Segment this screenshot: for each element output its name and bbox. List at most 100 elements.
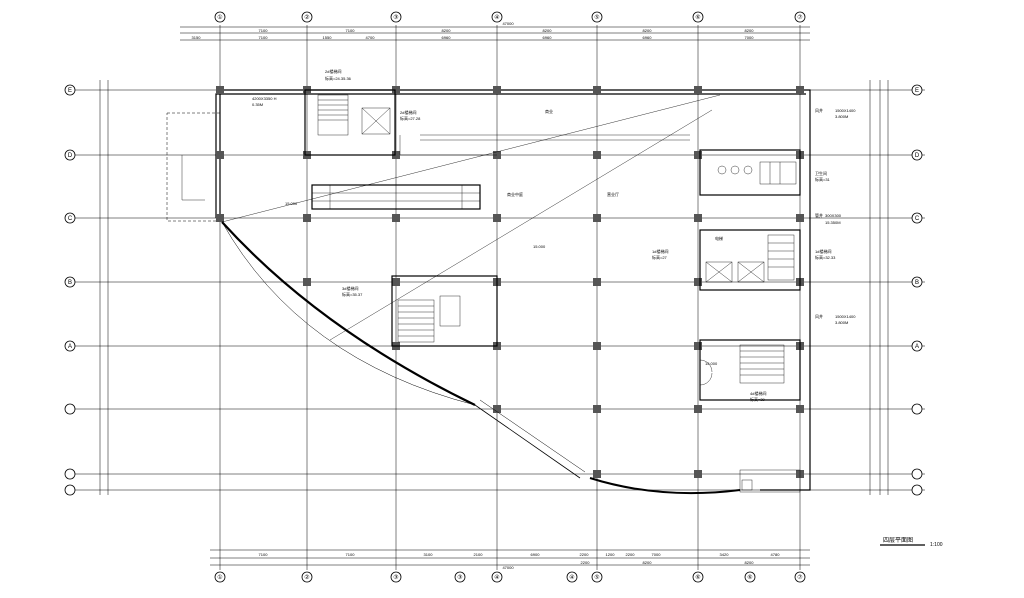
bottom-grid-bubbles: ① ② ③ ③ ④ ④ ⑤ ⑥ ⑥ ⑦ bbox=[214, 571, 806, 583]
atrium-label: 商业中庭 bbox=[507, 191, 523, 197]
dim-top-2: 7100 bbox=[346, 28, 356, 33]
grid-label-y4: B bbox=[68, 280, 72, 286]
grid-label-right-y2: D bbox=[915, 153, 920, 159]
dim-bottom-11: 4780 bbox=[771, 552, 781, 557]
drawing-scale: 1:100 bbox=[930, 542, 943, 548]
stair-3-elevation: 标高=27.28 bbox=[400, 115, 421, 121]
grid-label-bottom-x1: ① bbox=[217, 574, 222, 581]
grid-label-x4: ④ bbox=[494, 14, 499, 21]
shaft-label: 风井 bbox=[815, 107, 823, 113]
grid-label-right-y3: C bbox=[915, 216, 920, 222]
hole-size-label: 4200X3350 H bbox=[252, 96, 277, 101]
duct-label: 管井 bbox=[815, 212, 823, 218]
hall-label: 营业厅 bbox=[607, 191, 619, 197]
stair-1-elevation: 标高=27 bbox=[652, 254, 668, 260]
dim-bottom-8: 2200 bbox=[626, 552, 636, 557]
canopy-inner-line bbox=[181, 155, 205, 201]
grid-label-right-y4: B bbox=[915, 280, 919, 286]
curved-facade bbox=[221, 221, 741, 495]
grid-label-y5: A bbox=[68, 344, 72, 350]
vertical-grid-lines bbox=[219, 25, 801, 570]
dim-bottom-4: 2100 bbox=[474, 552, 484, 557]
dim-bottom-3: 3100 bbox=[424, 552, 434, 557]
stair-2-label: 2#楼梯间 bbox=[325, 68, 341, 74]
grid-label-y1: E bbox=[68, 88, 72, 94]
dim-top-1: 7100 bbox=[259, 28, 269, 33]
dim-bottom-5: 6900 bbox=[531, 552, 541, 557]
dim-bottom-7: 1200 bbox=[606, 552, 616, 557]
right-grid-bubbles: E D C B A bbox=[911, 84, 923, 496]
dim-top-r2-3: 4700 bbox=[366, 35, 376, 40]
shaft2-height: 3.800M bbox=[835, 320, 848, 325]
grid-label-x3: ③ bbox=[393, 14, 398, 21]
grid-label-bottom-x7: ⑦ bbox=[797, 574, 802, 581]
dim-bottom-1: 7100 bbox=[259, 552, 269, 557]
shaft2-label: 风井 bbox=[815, 313, 823, 319]
corner-room-south-east bbox=[739, 469, 801, 493]
level-label-3: 15.000 bbox=[705, 361, 718, 366]
canopy-outline bbox=[166, 112, 221, 222]
stair-core-north-west: 2#楼梯间 标高=24.35.36 2#楼梯间 标高=27.28 4200X33… bbox=[252, 68, 421, 156]
shop-partitions: 商业 营业厅 bbox=[399, 108, 690, 197]
grid-label-bottom-x3: ③ bbox=[393, 574, 398, 581]
dim-top-r2-2: 1550 bbox=[323, 35, 333, 40]
grid-label-bottom-x2: ② bbox=[304, 574, 309, 581]
grid-label-right-y1: E bbox=[915, 88, 919, 94]
dim-bottom-6: 2200 bbox=[580, 552, 590, 557]
dim-top-r2-1: 7100 bbox=[259, 35, 269, 40]
grid-label-bottom-x3a: ③ bbox=[457, 574, 462, 581]
drawing-title: 四层平面图 bbox=[883, 537, 913, 544]
grid-label-bottom-x6a: ⑥ bbox=[747, 574, 752, 581]
grid-label-bottom-x4a: ④ bbox=[569, 574, 574, 581]
grid-label-bottom-x6: ⑥ bbox=[695, 574, 700, 581]
stair-2-elevation: 标高=24.35.36 bbox=[325, 75, 352, 81]
dim-top-r2-7: 7000 bbox=[745, 35, 755, 40]
dim-top-left-offset: 3150 bbox=[192, 35, 202, 40]
grid-label-bottom-x4: ④ bbox=[494, 574, 499, 581]
toilet-elevation: 标高=31 bbox=[815, 176, 831, 182]
shop-label: 商业 bbox=[545, 108, 553, 114]
stair-1-label: 1#楼梯间 bbox=[652, 248, 668, 254]
drawing-title-block: 四层平面图 1:100 bbox=[880, 537, 943, 548]
duct-height: 15.350M bbox=[825, 220, 841, 225]
shaft2-size: 1500X1400 bbox=[835, 314, 856, 319]
side-dimension-lines bbox=[99, 80, 889, 495]
dim-bottom-overall: 47000 bbox=[502, 565, 514, 570]
top-grid-bubbles: ① ② ③ ④ ⑤ ⑥ ⑦ bbox=[214, 11, 806, 23]
grid-label-x6: ⑥ bbox=[695, 14, 700, 21]
toilet-core: 卫生间 标高=31 风井 1500X1400 3.800M 管井 300X300… bbox=[699, 107, 856, 225]
grid-label-x5: ⑤ bbox=[594, 14, 599, 21]
dim-top-r2-6: 6960 bbox=[643, 35, 653, 40]
diagonal-reference-lines bbox=[221, 94, 721, 341]
shaft-size: 1500X1400 bbox=[835, 108, 856, 113]
grid-label-y3: C bbox=[68, 216, 73, 222]
hole-elevation-label: 0.35M bbox=[252, 102, 263, 107]
dim-top-r2-4: 6960 bbox=[442, 35, 452, 40]
dim-top-5: 8200 bbox=[643, 28, 653, 33]
stair-1b-label: 1#楼梯间 bbox=[815, 248, 831, 254]
dim-bottom-9: 7000 bbox=[652, 552, 662, 557]
stair-core-south-east: 4#楼梯间 标高=39 风井 1500X1400 3.800M 15.000 bbox=[699, 313, 856, 402]
dim-top-r2-5: 6960 bbox=[543, 35, 553, 40]
escalators: 商业中庭 15.000 15.000 bbox=[285, 184, 546, 249]
duct-size: 300X300 bbox=[825, 213, 842, 218]
grid-label-x2: ② bbox=[304, 14, 309, 21]
top-dimensions: 47000 7100 7100 8200 8200 8200 8200 3150… bbox=[180, 21, 810, 41]
dim-bottom-2: 7100 bbox=[346, 552, 356, 557]
stair-5-label: 3#楼梯间 bbox=[342, 285, 358, 291]
dim-bottom-r2-2: 8200 bbox=[643, 560, 653, 565]
stair-4-elevation: 标高=39 bbox=[750, 396, 766, 402]
level-label-1: 15.000 bbox=[285, 201, 298, 206]
dim-bottom-10: 3420 bbox=[720, 552, 730, 557]
grid-label-x1: ① bbox=[217, 14, 222, 21]
stair-1b-elevation: 标高=32.33 bbox=[815, 254, 836, 260]
bottom-dimensions: 7100 7100 3100 2100 6900 2200 1200 2200 … bbox=[210, 549, 810, 570]
grid-label-right-y5: A bbox=[915, 344, 919, 350]
stair-3-label: 2#楼梯间 bbox=[400, 109, 416, 115]
elevator-label: 电梯 bbox=[715, 235, 723, 241]
toilet-label: 卫生间 bbox=[815, 170, 827, 176]
grid-label-bottom-x5: ⑤ bbox=[594, 574, 599, 581]
stair-5-elevation: 标高=35.37 bbox=[342, 291, 363, 297]
left-grid-bubbles: E D C B A bbox=[64, 84, 76, 496]
